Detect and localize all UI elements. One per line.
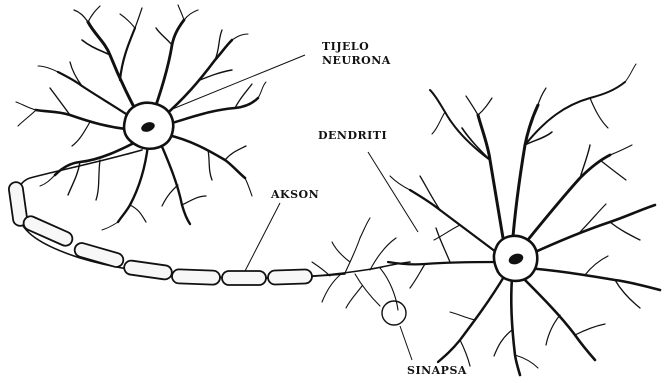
- label-cell-body-line1: TIJELO: [322, 40, 369, 54]
- right-neuron: [388, 64, 660, 375]
- label-dendrites: DENDRITI: [318, 129, 387, 143]
- axon-terminal-branches: [312, 218, 398, 310]
- leader-axon: [245, 203, 280, 271]
- right-neuron-dendrites: [388, 64, 660, 375]
- label-cell-body-line2: NEURONA: [322, 54, 391, 68]
- leader-lines: [170, 55, 418, 360]
- axon: [8, 150, 410, 285]
- axon-core: [17, 150, 346, 278]
- leader-cell-body: [170, 55, 305, 110]
- left-neuron: [16, 5, 266, 230]
- myelin-sheath: [8, 181, 312, 285]
- leader-dendrites: [368, 152, 418, 232]
- label-axon: AKSON: [271, 188, 319, 202]
- label-synapse: SINAPSA: [407, 364, 467, 378]
- synapse-marker: [382, 301, 406, 325]
- leader-synapse: [400, 326, 412, 360]
